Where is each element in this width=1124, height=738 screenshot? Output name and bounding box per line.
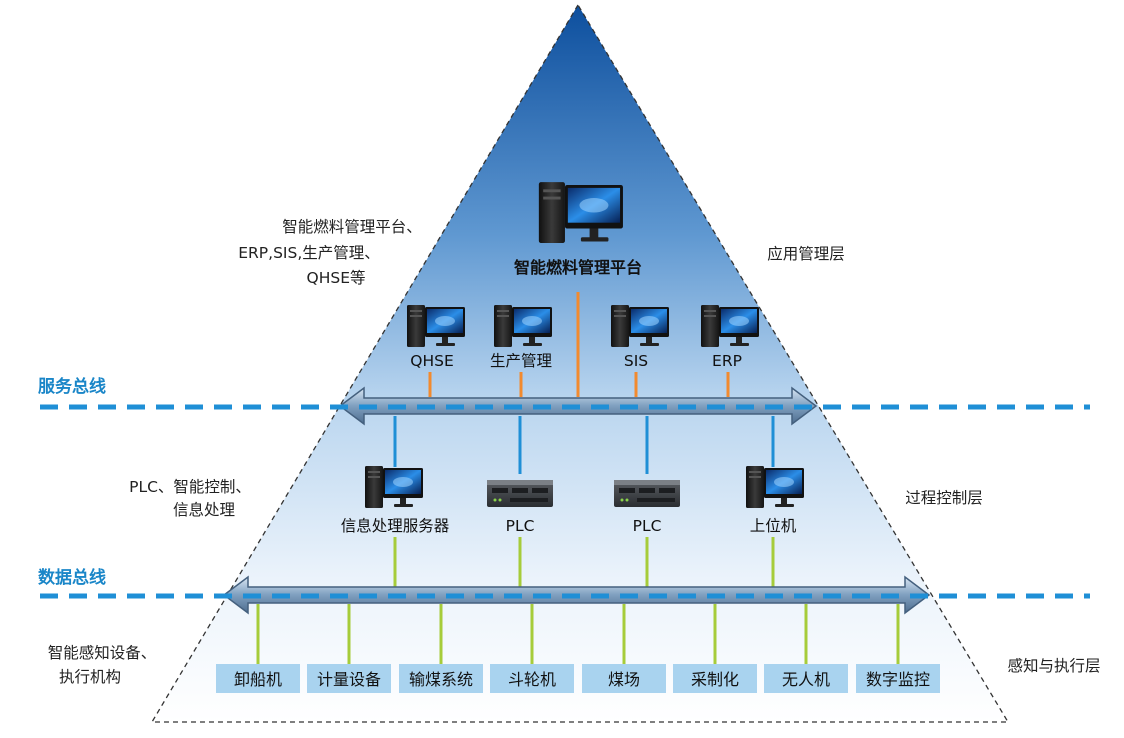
- proc-layer-label: 过程控制层: [905, 489, 983, 507]
- app-node-erp: ERP: [701, 305, 759, 370]
- field-device-label: 无人机: [782, 670, 830, 689]
- field-device-label: 输煤系统: [409, 670, 473, 689]
- proc-node-label: 上位机: [750, 517, 797, 535]
- field-device-box: [764, 664, 848, 693]
- plc-device-icon: [614, 480, 680, 507]
- service-bus-label: 服务总线: [38, 376, 106, 397]
- app-node-sis: SIS: [611, 305, 669, 370]
- top-node-label: 智能燃料管理平台: [514, 258, 642, 277]
- proc-node-plc-1: PLC: [487, 480, 553, 535]
- field-device-box: [582, 664, 666, 693]
- top-node: 智能燃料管理平台: [514, 182, 642, 277]
- field-device-label: 煤场: [608, 670, 640, 689]
- field-device-label: 斗轮机: [508, 670, 556, 689]
- field-device-row: 卸船机 计量设备 输煤系统 斗轮机 煤场 采制化 无人机 数字监控: [216, 664, 940, 693]
- pyramid-body: [150, 3, 1010, 723]
- field-device-label: 卸船机: [234, 670, 282, 689]
- field-device-box: [673, 664, 757, 693]
- proc-desc-line1: PLC、智能控制、: [129, 478, 251, 496]
- data-bus-label: 数据总线: [38, 567, 106, 588]
- field-device-box: [490, 664, 574, 693]
- proc-node-host: 上位机: [746, 466, 804, 535]
- app-layer-label: 应用管理层: [767, 244, 845, 263]
- proc-node-label: PLC: [633, 517, 662, 535]
- app-node-qhse: QHSE: [407, 305, 465, 370]
- field-device-box: [216, 664, 300, 693]
- app-desc-line2: ERP,SIS,生产管理、: [238, 244, 380, 262]
- app-desc-line3: QHSE等: [307, 269, 366, 287]
- sense-desc-line1: 智能感知设备、: [48, 644, 157, 662]
- sense-desc-line2: 执行机构: [59, 668, 121, 686]
- sense-layer-label: 感知与执行层: [1007, 657, 1100, 675]
- app-node-label: QHSE: [410, 352, 454, 370]
- field-device-label: 数字监控: [866, 670, 930, 689]
- plc-device-icon: [487, 480, 553, 507]
- field-device-box: [307, 664, 391, 693]
- proc-node-label: PLC: [506, 517, 535, 535]
- app-node-label: ERP: [712, 352, 742, 370]
- app-node-production: 生产管理: [490, 305, 552, 370]
- proc-node-plc-2: PLC: [614, 480, 680, 535]
- field-device-label: 采制化: [691, 670, 739, 689]
- proc-desc-line2: 信息处理: [173, 501, 235, 519]
- field-device-label: 计量设备: [317, 670, 381, 689]
- proc-node-label: 信息处理服务器: [341, 517, 450, 535]
- app-desc-line1: 智能燃料管理平台、: [282, 218, 422, 236]
- app-node-label: 生产管理: [490, 352, 552, 370]
- field-device-box: [399, 664, 483, 693]
- app-node-label: SIS: [624, 352, 648, 370]
- field-device-box: [856, 664, 940, 693]
- proc-node-server: 信息处理服务器: [341, 466, 450, 535]
